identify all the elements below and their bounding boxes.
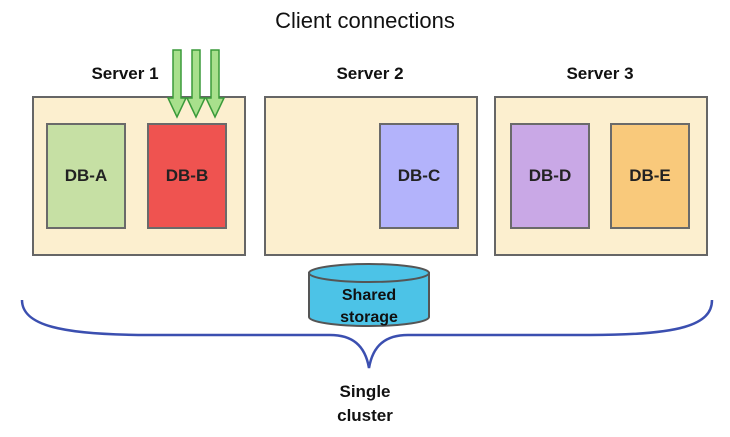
server-3-label: Server 3: [566, 64, 634, 83]
connection-arrow-3: [204, 49, 226, 119]
cluster-label-line-1: Single: [339, 382, 391, 401]
db-a-label: DB-A: [64, 166, 108, 185]
db-d-label: DB-D: [528, 166, 572, 185]
db-c-box: DB-C: [379, 123, 459, 229]
cluster-label-line-2: cluster: [337, 406, 393, 425]
client-connection-arrows: [166, 49, 226, 119]
db-a-box: DB-A: [46, 123, 126, 229]
connection-arrow-2: [185, 49, 207, 119]
db-e-label: DB-E: [629, 166, 671, 185]
db-c-label: DB-C: [397, 166, 441, 185]
server-1-label: Server 1: [91, 64, 159, 83]
db-d-box: DB-D: [510, 123, 590, 229]
single-cluster-label: Single cluster: [0, 380, 730, 428]
storage-top: [308, 263, 430, 283]
connection-arrow-1: [166, 49, 188, 119]
db-e-box: DB-E: [610, 123, 690, 229]
shared-storage-cylinder: [308, 263, 430, 327]
storage-label-line-2: storage: [340, 309, 398, 326]
client-connections-title: Client connections: [275, 8, 455, 33]
shared-storage-label: Shared storage: [308, 285, 430, 329]
storage-label-line-1: Shared: [341, 287, 397, 304]
cluster-brace: [20, 299, 714, 369]
storage-body: [308, 272, 430, 327]
server-2-label: Server 2: [336, 64, 404, 83]
db-b-label: DB-B: [165, 166, 209, 185]
db-b-box: DB-B: [147, 123, 227, 229]
